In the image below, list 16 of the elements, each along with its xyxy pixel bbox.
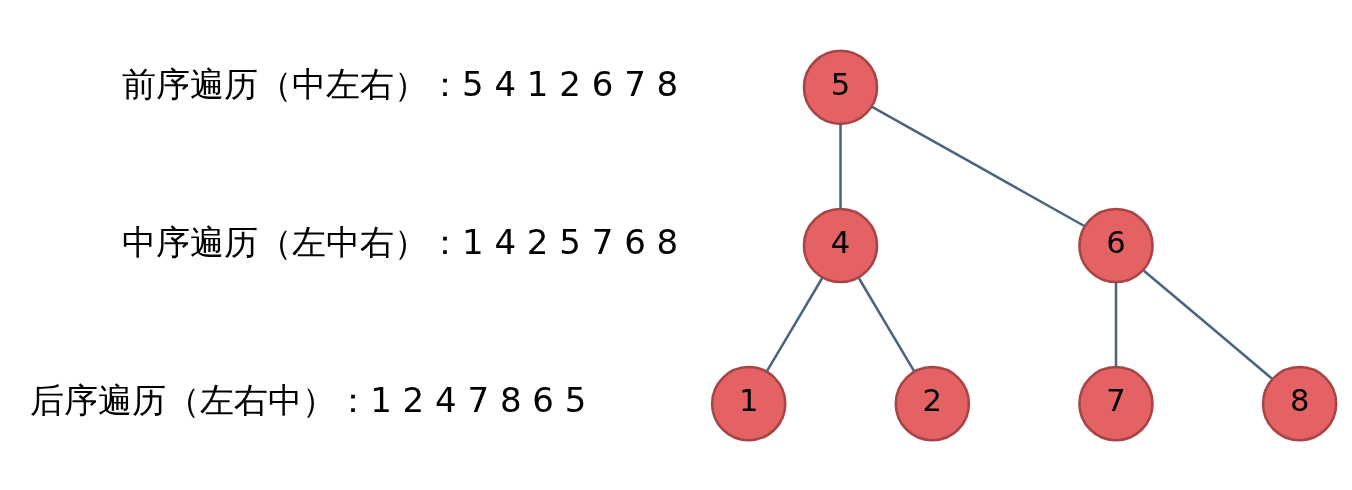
node-circle: 1 [710, 365, 787, 441]
node-circle: 7 [1078, 365, 1154, 441]
connector [839, 123, 842, 209]
label: 后序遍历（左右中）：1 2 4 7 8 6 5 [30, 379, 587, 420]
connector [1114, 281, 1118, 367]
connector [857, 276, 916, 372]
node-circle: 8 [1261, 365, 1338, 441]
label: 前序遍历（中左右）：5 4 1 2 6 7 8 [121, 63, 679, 104]
node-circle: 6 [1078, 207, 1154, 283]
label: 中序遍历（左中右）：1 4 2 5 7 6 8 [121, 221, 679, 262]
node-circle: 5 [802, 49, 879, 125]
connector [871, 105, 1086, 227]
connector [765, 276, 824, 372]
node-circle: 4 [802, 207, 879, 283]
connector [1143, 269, 1273, 380]
node-circle: 2 [894, 365, 971, 441]
